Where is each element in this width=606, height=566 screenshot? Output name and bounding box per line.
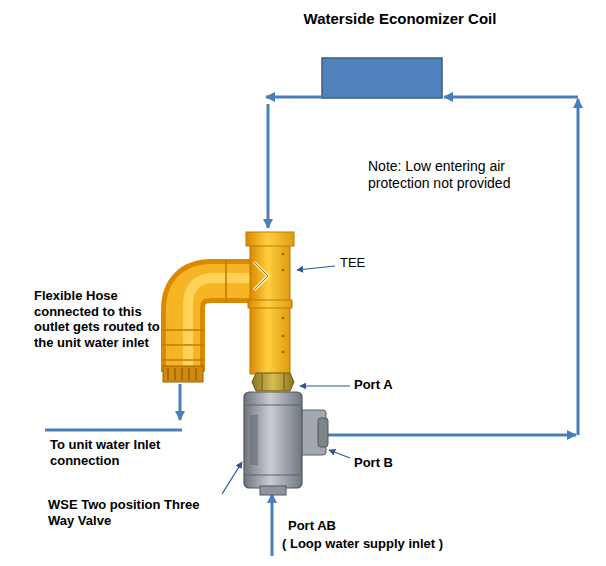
- coupling-nut: [252, 373, 294, 391]
- flow-label: To unit water Inlet connection: [50, 437, 170, 468]
- note-text: Note: Low entering air protection not pr…: [368, 158, 546, 192]
- port-label: Port B: [354, 455, 424, 471]
- part-label: TEE: [340, 255, 400, 271]
- coil-box: [322, 58, 442, 98]
- three-way-valve: [244, 392, 328, 495]
- part-label: WSE Two position Three Way Valve: [48, 497, 224, 528]
- port-label: Port AB: [288, 518, 368, 534]
- part-label: Flexible Hose connected to this outlet g…: [34, 288, 162, 350]
- port-label: ( Loop water supply inlet ): [282, 536, 492, 552]
- elbow-pipe: [161, 259, 252, 382]
- diagram-title: Waterside Economizer Coil: [300, 10, 500, 28]
- tee-fitting: [246, 232, 294, 374]
- leader-lines: [222, 266, 350, 494]
- port-label: Port A: [354, 377, 424, 393]
